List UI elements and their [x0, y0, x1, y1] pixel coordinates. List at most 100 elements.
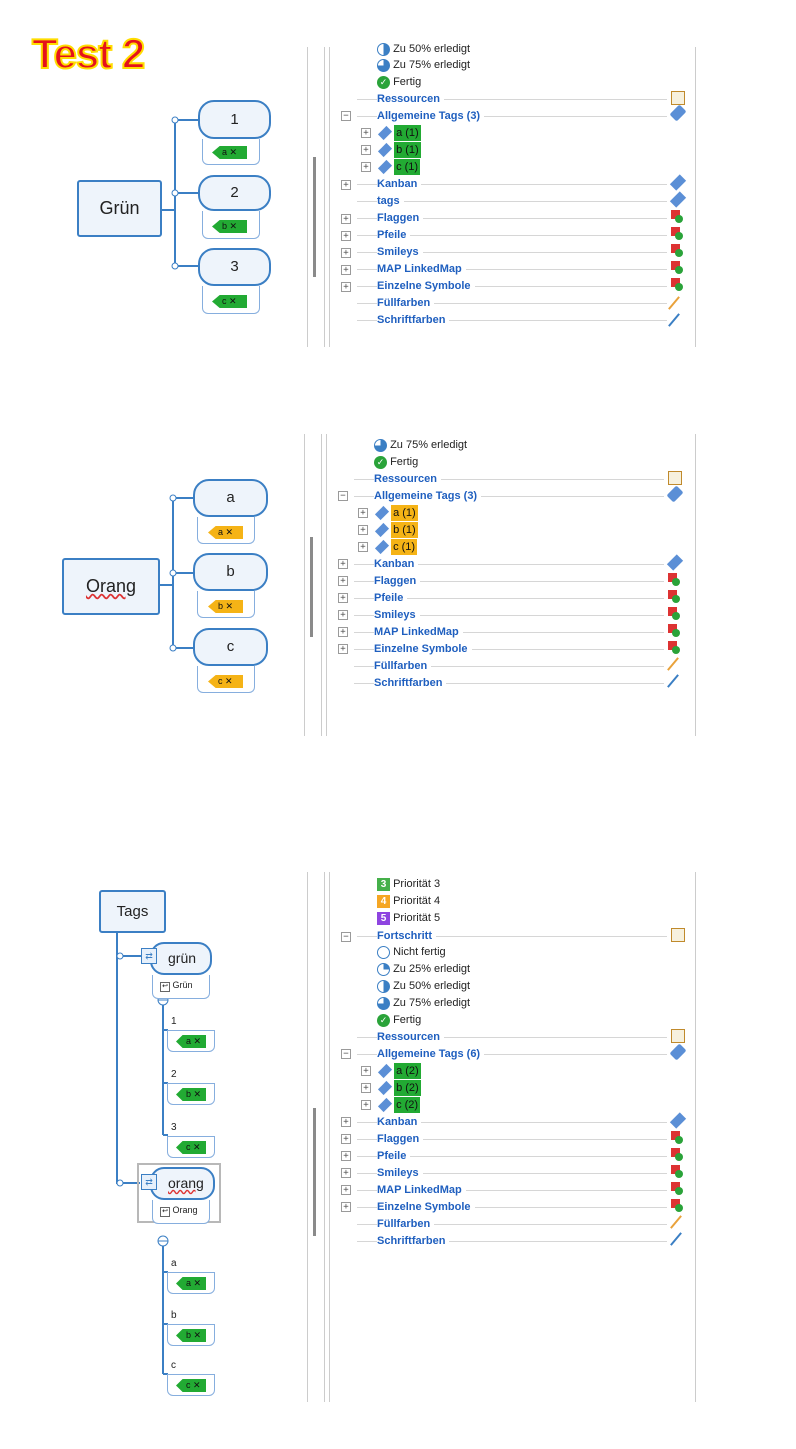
scrollbar[interactable]	[310, 537, 313, 637]
expand-toggle[interactable]: +	[338, 627, 348, 637]
tag-item-c[interactable]: c (1)	[377, 159, 421, 175]
category-smileys[interactable]: Smileys	[374, 607, 420, 623]
expand-toggle[interactable]: +	[361, 1100, 371, 1110]
category-einzelne-symbole[interactable]: Einzelne Symbole	[377, 1199, 475, 1215]
expand-toggle[interactable]: +	[341, 214, 351, 224]
category-fuellfarben[interactable]: Füllfarben	[374, 658, 432, 674]
category-pfeile[interactable]: Pfeile	[377, 227, 411, 243]
tag-pill-a[interactable]: a ✕	[176, 1277, 206, 1290]
progress-item[interactable]: ✓ Fertig	[374, 454, 418, 470]
expand-toggle[interactable]: +	[341, 282, 351, 292]
progress-item[interactable]: Zu 75% erledigt	[377, 57, 470, 73]
tag-pill-c[interactable]: c ✕	[176, 1141, 206, 1154]
category-kanban[interactable]: Kanban	[374, 556, 419, 572]
category-flaggen[interactable]: Flaggen	[377, 210, 424, 226]
collapse-toggle[interactable]: −	[341, 932, 351, 942]
category-smileys[interactable]: Smileys	[377, 1165, 423, 1181]
tag-item-b[interactable]: b (1)	[377, 142, 421, 158]
child-node-2[interactable]: 2	[198, 175, 271, 211]
map-link-icon[interactable]: ⇄	[141, 948, 157, 964]
category-tags[interactable]: tags	[377, 193, 404, 209]
category-allgemeine-tags[interactable]: Allgemeine Tags (6)	[377, 1046, 485, 1062]
tag-pill-b[interactable]: b ✕	[176, 1329, 206, 1342]
category-fuellfarben[interactable]: Füllfarben	[377, 295, 435, 311]
tag-pill-b[interactable]: b ✕	[176, 1088, 206, 1101]
expand-toggle[interactable]: +	[358, 525, 368, 535]
child-node-3[interactable]: 3	[198, 248, 271, 286]
progress-item[interactable]: Nicht fertig	[377, 944, 446, 960]
expand-toggle[interactable]: +	[341, 265, 351, 275]
tag-item-a[interactable]: a (2)	[377, 1063, 421, 1079]
collapse-toggle[interactable]: −	[341, 111, 351, 121]
root-node[interactable]: Grün	[77, 180, 162, 237]
expand-toggle[interactable]: +	[338, 559, 348, 569]
expand-toggle[interactable]: +	[338, 576, 348, 586]
tag-item-b[interactable]: b (2)	[377, 1080, 421, 1096]
progress-item[interactable]: Zu 75% erledigt	[374, 437, 467, 453]
expand-toggle[interactable]: +	[361, 1066, 371, 1076]
tag-item-b[interactable]: b (1)	[374, 522, 418, 538]
expand-toggle[interactable]: +	[338, 593, 348, 603]
expand-toggle[interactable]: +	[361, 128, 371, 138]
category-smileys[interactable]: Smileys	[377, 244, 423, 260]
expand-toggle[interactable]: +	[341, 1134, 351, 1144]
expand-toggle[interactable]: +	[338, 610, 348, 620]
category-kanban[interactable]: Kanban	[377, 176, 422, 192]
tag-pill-a[interactable]: a ✕	[208, 526, 243, 539]
tag-pill-c[interactable]: c ✕	[208, 675, 243, 688]
tag-pill-c[interactable]: c ✕	[212, 295, 247, 308]
expand-toggle[interactable]: +	[361, 145, 371, 155]
child-node-b[interactable]: b	[193, 553, 268, 591]
category-fortschritt[interactable]: Fortschritt	[377, 928, 436, 944]
category-flaggen[interactable]: Flaggen	[374, 573, 421, 589]
category-map-linkedmap[interactable]: MAP LinkedMap	[377, 1182, 466, 1198]
expand-toggle[interactable]: +	[341, 1185, 351, 1195]
category-map-linkedmap[interactable]: MAP LinkedMap	[374, 624, 463, 640]
category-ressourcen[interactable]: Ressourcen	[374, 471, 441, 487]
expand-toggle[interactable]: +	[341, 1151, 351, 1161]
branch-node-orang[interactable]: orang	[150, 1167, 215, 1200]
tag-pill-b[interactable]: b ✕	[208, 600, 243, 613]
progress-item[interactable]: Zu 50% erledigt	[377, 41, 470, 57]
expand-toggle[interactable]: +	[361, 162, 371, 172]
category-allgemeine-tags[interactable]: Allgemeine Tags (3)	[374, 488, 482, 504]
progress-item[interactable]: Zu 50% erledigt	[377, 978, 470, 994]
tag-pill-a[interactable]: a ✕	[176, 1035, 206, 1048]
map-link-icon[interactable]: ⇄	[141, 1174, 157, 1190]
tag-item-c[interactable]: c (1)	[374, 539, 418, 555]
progress-item[interactable]: ✓ Fertig	[377, 74, 421, 90]
scrollbar[interactable]	[313, 157, 316, 277]
category-allgemeine-tags[interactable]: Allgemeine Tags (3)	[377, 108, 485, 124]
category-schriftfarben[interactable]: Schriftfarben	[377, 312, 450, 328]
collapse-toggle[interactable]: −	[341, 1049, 351, 1059]
tag-pill-b[interactable]: b ✕	[212, 220, 247, 233]
category-flaggen[interactable]: Flaggen	[377, 1131, 424, 1147]
root-node[interactable]: Orang	[62, 558, 160, 615]
tag-pill-a[interactable]: a ✕	[212, 146, 247, 159]
tag-pill-c[interactable]: c ✕	[176, 1379, 206, 1392]
expand-toggle[interactable]: +	[358, 508, 368, 518]
category-map-linkedmap[interactable]: MAP LinkedMap	[377, 261, 466, 277]
root-node-tags[interactable]: Tags	[99, 890, 166, 933]
priority-item[interactable]: 3 Priorität 3	[377, 876, 440, 892]
child-node-c[interactable]: c	[193, 628, 268, 666]
expand-toggle[interactable]: +	[341, 180, 351, 190]
category-einzelne-symbole[interactable]: Einzelne Symbole	[377, 278, 475, 294]
progress-item[interactable]: Zu 75% erledigt	[377, 995, 470, 1011]
category-schriftfarben[interactable]: Schriftfarben	[374, 675, 447, 691]
branch-node-gruen[interactable]: grün	[150, 942, 212, 975]
priority-item[interactable]: 5 Priorität 5	[377, 910, 440, 926]
category-pfeile[interactable]: Pfeile	[374, 590, 408, 606]
progress-item[interactable]: Zu 25% erledigt	[377, 961, 470, 977]
progress-item[interactable]: ✓ Fertig	[377, 1012, 421, 1028]
expand-toggle[interactable]: +	[341, 231, 351, 241]
category-fuellfarben[interactable]: Füllfarben	[377, 1216, 435, 1232]
priority-item[interactable]: 4 Priorität 4	[377, 893, 440, 909]
child-node-1[interactable]: 1	[198, 100, 271, 139]
expand-toggle[interactable]: +	[361, 1083, 371, 1093]
expand-toggle[interactable]: +	[341, 248, 351, 258]
tag-item-a[interactable]: a (1)	[374, 505, 418, 521]
tag-item-a[interactable]: a (1)	[377, 125, 421, 141]
tag-item-c[interactable]: c (2)	[377, 1097, 421, 1113]
scrollbar[interactable]	[313, 1108, 316, 1236]
